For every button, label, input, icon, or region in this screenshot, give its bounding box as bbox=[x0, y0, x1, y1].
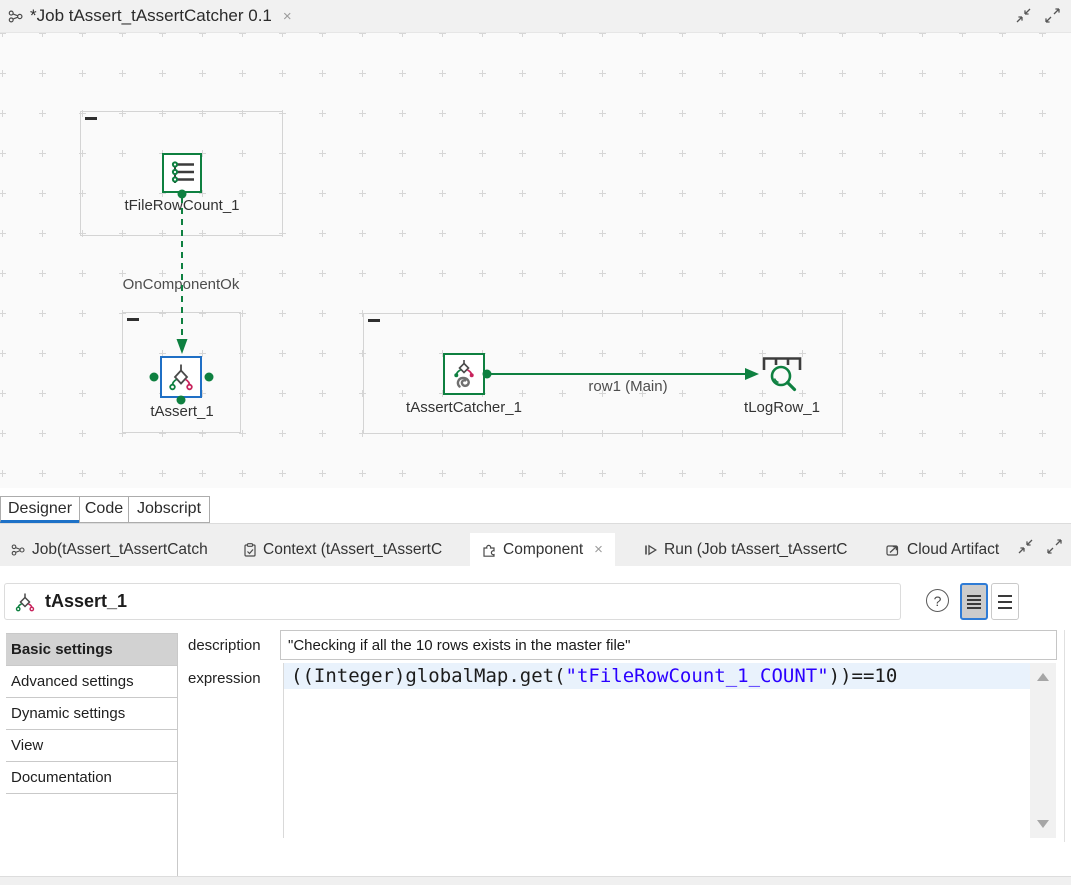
description-label: description bbox=[188, 637, 261, 654]
tab-label: Context (tAssert_tAssertC bbox=[263, 540, 443, 558]
tab-cloud-artifact-view[interactable]: Cloud Artifact bbox=[880, 533, 1005, 566]
editor-tab-bar: *Job tAssert_tAssertCatcher 0.1 × bbox=[0, 0, 1071, 33]
connection-label-oncomponentok[interactable]: OnComponentOk bbox=[122, 276, 240, 293]
tab-label: Cloud Artifact bbox=[907, 540, 1000, 558]
view-tab-bar: Job(tAssert_tAssertCatch Context (tAsser… bbox=[0, 533, 1071, 566]
tab-jobscript[interactable]: Jobscript bbox=[128, 496, 210, 523]
status-bar bbox=[0, 876, 1071, 885]
component-title: tAssert_1 bbox=[45, 591, 128, 611]
help-icon[interactable]: ? bbox=[926, 589, 949, 612]
close-icon[interactable]: × bbox=[594, 541, 603, 558]
tab-run-view[interactable]: Run (Job tAssert_tAssertC bbox=[638, 533, 853, 566]
context-icon bbox=[244, 542, 256, 557]
layout-toggle-spaced[interactable] bbox=[991, 583, 1019, 620]
panel-window-controls bbox=[1017, 538, 1063, 555]
tab-job-view[interactable]: Job(tAssert_tAssertCatch bbox=[5, 533, 214, 566]
code-segment: ))==10 bbox=[828, 665, 898, 687]
restore-pane-icon[interactable] bbox=[1017, 538, 1034, 555]
section-advanced-settings[interactable]: Advanced settings bbox=[6, 666, 177, 698]
log-row-icon bbox=[762, 357, 802, 392]
maximize-pane-icon[interactable] bbox=[1046, 538, 1063, 555]
component-tassert[interactable] bbox=[160, 356, 202, 398]
panel-right-border bbox=[1064, 630, 1065, 842]
file-row-count-icon bbox=[171, 161, 194, 183]
run-icon bbox=[645, 544, 657, 555]
code-string-segment: "tFileRowCount_1_COUNT" bbox=[565, 665, 829, 687]
scroll-up-icon[interactable] bbox=[1037, 673, 1049, 681]
assert-icon bbox=[15, 593, 35, 611]
component-tassertcatcher[interactable] bbox=[443, 353, 485, 395]
connection-label-row1[interactable]: row1 (Main) bbox=[588, 378, 668, 395]
tab-label: Run (Job tAssert_tAssertC bbox=[664, 540, 848, 558]
job-design-canvas[interactable]: tFileRowCount_1 OnComponentOk tAssert_1 bbox=[0, 33, 1071, 488]
section-view[interactable]: View bbox=[6, 730, 177, 762]
component-label[interactable]: tFileRowCount_1 bbox=[124, 197, 240, 214]
tab-context-view[interactable]: Context (tAssert_tAssertC bbox=[238, 533, 448, 566]
component-title-box: tAssert_1 bbox=[4, 583, 901, 620]
close-icon[interactable]: × bbox=[282, 7, 292, 25]
component-tlogrow[interactable] bbox=[760, 351, 804, 395]
component-icon bbox=[483, 544, 495, 557]
editor-tab-job[interactable]: *Job tAssert_tAssertCatcher 0.1 × bbox=[0, 0, 302, 33]
job-icon bbox=[8, 10, 23, 22]
expression-label: expression bbox=[188, 670, 261, 687]
code-segment: ((Integer)globalMap.get( bbox=[291, 665, 566, 687]
restore-pane-icon[interactable] bbox=[1015, 7, 1032, 24]
component-label[interactable]: tLogRow_1 bbox=[744, 399, 820, 416]
section-basic-settings[interactable]: Basic settings bbox=[6, 634, 177, 666]
expression-editor[interactable]: ((Integer)globalMap.get("tFileRowCount_1… bbox=[283, 663, 1030, 838]
editor-mode-tabs: Designer Code Jobscript bbox=[0, 488, 1071, 523]
component-label[interactable]: tAssertCatcher_1 bbox=[406, 399, 522, 416]
component-label[interactable]: tAssert_1 bbox=[150, 403, 214, 420]
settings-section-list: Basic settings Advanced settings Dynamic… bbox=[6, 633, 178, 876]
tab-label: Component bbox=[503, 540, 584, 558]
component-settings-panel: tAssert_1 ? Basic settings Advanced sett… bbox=[0, 566, 1071, 876]
section-dynamic-settings[interactable]: Dynamic settings bbox=[6, 698, 177, 730]
tab-label: Job(tAssert_tAssertCatch bbox=[32, 540, 208, 558]
editor-tab-title: *Job tAssert_tAssertCatcher 0.1 bbox=[30, 6, 272, 25]
selection-box-subjob bbox=[363, 313, 843, 434]
tab-component-view[interactable]: Component × bbox=[470, 533, 615, 566]
editor-window-controls bbox=[1015, 7, 1061, 24]
maximize-pane-icon[interactable] bbox=[1044, 7, 1061, 24]
divider bbox=[0, 523, 1071, 533]
expression-code-line[interactable]: ((Integer)globalMap.get("tFileRowCount_1… bbox=[284, 663, 1030, 689]
component-tfilerowcount[interactable] bbox=[162, 153, 202, 193]
scroll-down-icon[interactable] bbox=[1037, 820, 1049, 828]
expression-scrollbar[interactable] bbox=[1030, 663, 1056, 838]
section-documentation[interactable]: Documentation bbox=[6, 762, 177, 794]
assert-icon bbox=[169, 364, 193, 391]
tab-designer[interactable]: Designer bbox=[0, 496, 80, 523]
cloud-artifact-icon bbox=[886, 545, 899, 556]
layout-toggle-dense[interactable] bbox=[960, 583, 988, 620]
description-input[interactable] bbox=[280, 630, 1057, 660]
assert-catcher-icon bbox=[454, 360, 474, 388]
job-icon bbox=[11, 543, 25, 556]
tab-code[interactable]: Code bbox=[79, 496, 129, 523]
